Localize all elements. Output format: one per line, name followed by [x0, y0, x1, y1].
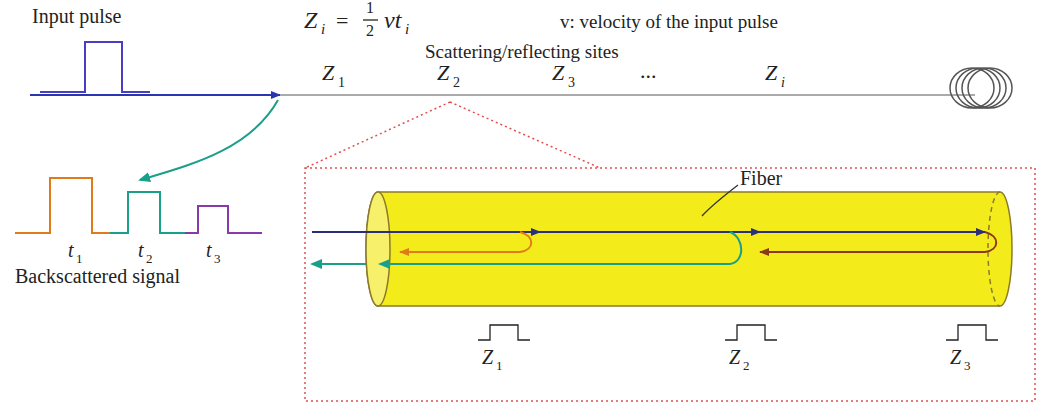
forward-arrow: [760, 231, 985, 233]
fiber-coil: [950, 68, 1012, 108]
leader-line: [702, 185, 738, 216]
label: t: [138, 240, 144, 260]
label: 1: [496, 359, 503, 372]
backscatter-z2: [380, 232, 741, 264]
label: 2: [366, 23, 374, 39]
label: vt: [384, 8, 401, 32]
label: Z: [304, 8, 317, 32]
label: 2: [146, 252, 153, 265]
label: i: [405, 22, 409, 37]
label: Input pulse: [32, 6, 121, 26]
fiber-cylinder: [366, 192, 1012, 306]
pulse-t3: [185, 206, 262, 233]
label: 1: [366, 0, 374, 16]
label: 3: [214, 252, 221, 265]
return-arrow: [140, 100, 278, 180]
label: Z: [729, 347, 740, 367]
label: 1: [76, 252, 83, 265]
label: i: [781, 76, 785, 90]
label: Z: [482, 347, 493, 367]
label: Backscattered signal: [15, 266, 180, 286]
label: t: [206, 240, 212, 260]
forward-arrow: [540, 231, 760, 233]
label: 3: [568, 76, 575, 90]
label: Z: [552, 62, 564, 84]
pulse-t1: [15, 178, 110, 233]
label: Z: [322, 62, 334, 84]
label: 3: [964, 359, 971, 372]
site-pulses: [478, 325, 998, 340]
label: Scattering/reflecting sites: [425, 42, 619, 61]
label: Z: [950, 347, 961, 367]
label: ...: [640, 60, 657, 82]
pulse-t2: [110, 192, 185, 233]
label: 2: [743, 359, 750, 372]
input-pulse: [40, 42, 150, 92]
label: t: [68, 240, 74, 260]
output-arrow: [312, 263, 366, 265]
input-line: [30, 94, 280, 96]
label: Fiber: [740, 168, 782, 188]
label: Z: [765, 62, 777, 84]
fiber-line: [280, 94, 975, 96]
fraction-bar: [363, 19, 378, 20]
label: Z: [437, 62, 449, 84]
label: i: [321, 22, 325, 37]
label: 2: [453, 76, 460, 90]
label: 1: [338, 76, 345, 90]
backscatter-z3: [760, 232, 996, 252]
backscatter-z1: [400, 232, 531, 252]
forward-arrow: [312, 231, 540, 233]
label: =: [336, 10, 348, 32]
zoom-frame: [305, 102, 1035, 401]
label: v: velocity of the input pulse: [560, 12, 778, 31]
